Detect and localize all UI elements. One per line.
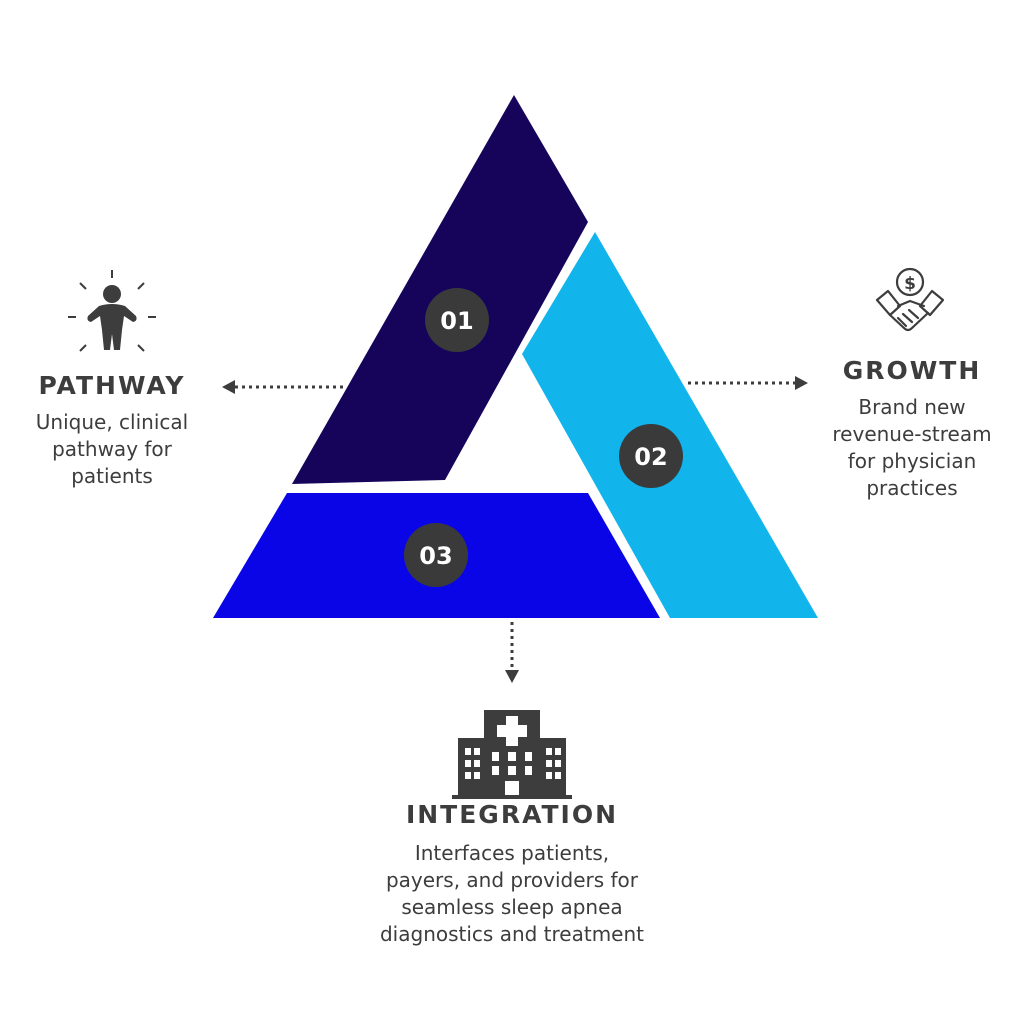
integration-title: INTEGRATION [405,800,619,829]
badge-03: 03 [404,523,468,587]
pathway-line: pathway for [52,437,172,461]
growth-line: Brand new [858,395,966,419]
arrow-left-icon [222,380,235,394]
handshake-dollar-icon: $ [875,267,945,332]
integration-line: seamless sleep apnea [401,895,623,919]
segment-01 [292,95,588,484]
growth-title: GROWTH [842,356,982,385]
integration-line: Interfaces patients, [414,841,610,865]
badge-01-label: 01 [440,307,473,335]
arrow-down-icon [505,670,519,683]
hospital-icon [452,710,572,799]
badge-01: 01 [425,288,489,352]
growth-line: revenue-stream [832,422,992,446]
pathway-block: PATHWAY Unique, clinical pathway for pat… [12,371,212,490]
growth-block: GROWTH Brand new revenue-stream for phys… [812,356,1012,502]
pathway-line: Unique, clinical [35,410,189,434]
growth-line: for physician [847,449,977,473]
integration-line: diagnostics and treatment [379,922,645,946]
integration-line: payers, and providers for [385,868,639,892]
connector-growth [688,376,808,390]
connector-integration [505,622,519,683]
arrow-right-icon [795,376,808,390]
connector-pathway [222,380,343,394]
badge-02-label: 02 [634,443,667,471]
badge-03-label: 03 [419,542,452,570]
person-glow-icon [68,270,156,352]
svg-text:$: $ [904,274,916,294]
integration-block: INTEGRATION Interfaces patients, payers,… [332,800,692,948]
badge-02: 02 [619,424,683,488]
growth-line: practices [866,476,958,500]
pathway-title: PATHWAY [38,371,186,400]
pathway-line: patients [71,464,153,488]
segment-02 [522,232,818,618]
